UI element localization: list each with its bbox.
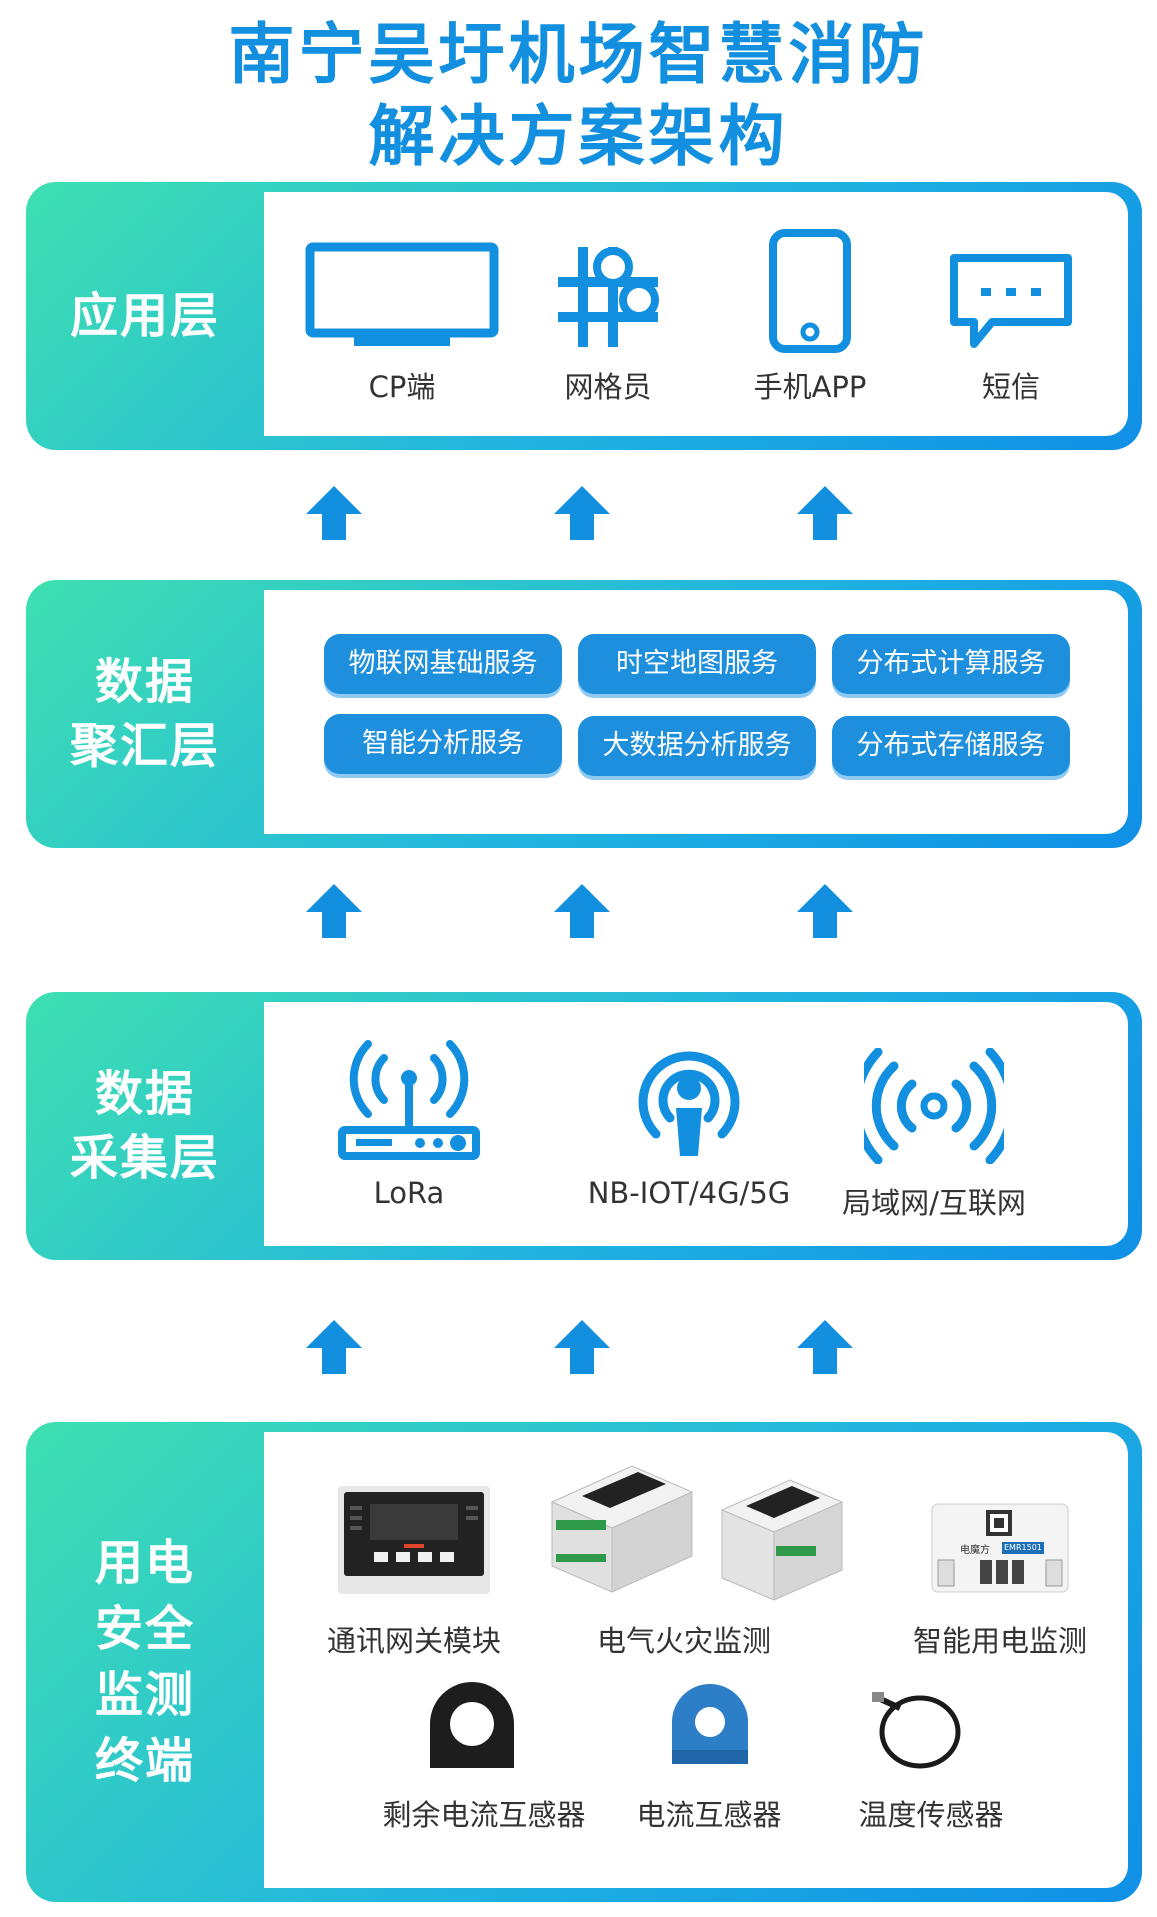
collect-item-nbiot: NB-IOT/4G/5G (574, 1038, 804, 1210)
collect-item-label: LoRa (373, 1176, 445, 1210)
application-panel: CP端 网格员 手机APP (264, 192, 1128, 436)
terminal-layer: 用电 安全 监测 终端 通讯网关模块 (26, 1422, 1142, 1902)
title-line-1: 南宁吴圩机场智慧消防 (228, 16, 929, 93)
terminal-label-line: 用电 (94, 1535, 195, 1591)
service-pill: 智能分析服务 (324, 714, 562, 774)
app-item-label: 手机APP (753, 370, 867, 404)
app-item-label: 短信 (981, 370, 1040, 404)
app-item-cp: CP端 (302, 242, 502, 406)
temperature-sensor-image (864, 1678, 974, 1778)
terminal-label-line: 终端 (94, 1733, 195, 1789)
data-collection-layer: 数据 采集层 LoRa (26, 992, 1142, 1260)
application-layer-label: 应用层 (26, 182, 264, 450)
up-arrow-icon (795, 880, 855, 940)
up-arrow-icon (304, 880, 364, 940)
device-label: 剩余电流互感器 (354, 1792, 614, 1834)
monitor-icon (305, 242, 499, 346)
device-label: 通讯网关模块 (294, 1618, 534, 1660)
smart-power-monitor-image: 电魔方 EMR1501 (930, 1500, 1070, 1596)
terminal-label-line: 监测 (94, 1667, 195, 1723)
collect-item-lan: 局域网/互联网 (824, 1048, 1044, 1222)
service-pill: 分布式计算服务 (832, 634, 1070, 694)
app-item-grid: 网格员 (528, 242, 688, 406)
device-label: 温度传感器 (816, 1792, 1046, 1834)
data-collection-label-line1: 数据 (94, 1066, 195, 1122)
data-aggregation-label: 数据 聚汇层 (26, 580, 264, 848)
terminal-label-line: 安全 (94, 1601, 195, 1657)
wireless-signal-icon (864, 1048, 1004, 1164)
data-collection-panel: LoRa NB-IOT/4G/5G (264, 1002, 1128, 1246)
device-label-text: 剩余电流互感器 (382, 1798, 586, 1832)
app-item-mobile: 手机APP (730, 228, 890, 406)
application-layer-title: 应用层 (69, 288, 220, 344)
up-arrow-icon (304, 482, 364, 542)
up-arrow-icon (304, 1316, 364, 1376)
router-icon (338, 1040, 480, 1160)
data-aggregation-label-line2: 聚汇层 (69, 718, 220, 774)
device-brand-text: 电魔方 (960, 1545, 990, 1556)
grid-node-icon (558, 247, 659, 347)
up-arrow-icon (795, 1316, 855, 1376)
service-pill: 大数据分析服务 (578, 716, 816, 776)
device-label-text: 温度传感器 (858, 1798, 1004, 1832)
terminal-panel: 通讯网关模块 电气火灾监测 (264, 1432, 1128, 1888)
device-label-text: 电气火灾监测 (596, 1624, 771, 1658)
current-transformer-image (662, 1672, 758, 1772)
up-arrow-icon (552, 1316, 612, 1376)
collect-item-label: NB-IOT/4G/5G (587, 1176, 791, 1210)
data-aggregation-panel: 物联网基础服务 时空地图服务 分布式计算服务 智能分析服务 大数据分析服务 分布… (264, 590, 1128, 834)
data-collection-label-line2: 采集层 (69, 1130, 220, 1186)
residual-current-transformer-image (422, 1668, 522, 1774)
app-item-label: 网格员 (564, 370, 652, 404)
up-arrow-icon (552, 880, 612, 940)
collect-item-lora: LoRa (324, 1038, 494, 1210)
device-label: 电气火灾监测 (544, 1618, 824, 1660)
up-arrow-icon (552, 482, 612, 542)
data-aggregation-layer: 数据 聚汇层 物联网基础服务 时空地图服务 分布式计算服务 智能分析服务 大数据… (26, 580, 1142, 848)
device-model-text: EMR1501 (1004, 1543, 1042, 1552)
title-line-2: 解决方案架构 (368, 98, 789, 175)
data-aggregation-label-line1: 数据 (94, 654, 195, 710)
gateway-module-image (334, 1482, 494, 1598)
service-pill: 物联网基础服务 (324, 634, 562, 694)
service-pill: 分布式存储服务 (832, 716, 1070, 776)
smartphone-icon (769, 229, 851, 353)
app-item-sms: 短信 (936, 252, 1086, 406)
chat-bubble-icon (950, 254, 1072, 348)
electrical-fire-monitor-image (542, 1462, 702, 1602)
device-label: 电流互感器 (594, 1792, 824, 1834)
device-label-text: 智能用电监测 (912, 1624, 1087, 1658)
device-label-text: 通讯网关模块 (326, 1624, 501, 1658)
electrical-fire-monitor-image (712, 1474, 852, 1610)
device-label: 智能用电监测 (870, 1618, 1130, 1660)
application-layer: 应用层 CP端 网格员 (26, 182, 1142, 450)
service-pill: 时空地图服务 (578, 634, 816, 694)
data-collection-label: 数据 采集层 (26, 992, 264, 1260)
up-arrow-icon (795, 482, 855, 542)
app-item-label: CP端 (368, 370, 436, 404)
terminal-label: 用电 安全 监测 终端 (26, 1422, 264, 1902)
device-label-text: 电流互感器 (636, 1798, 782, 1832)
collect-item-label: 局域网/互联网 (842, 1186, 1026, 1220)
broadcast-person-icon (638, 1051, 740, 1156)
